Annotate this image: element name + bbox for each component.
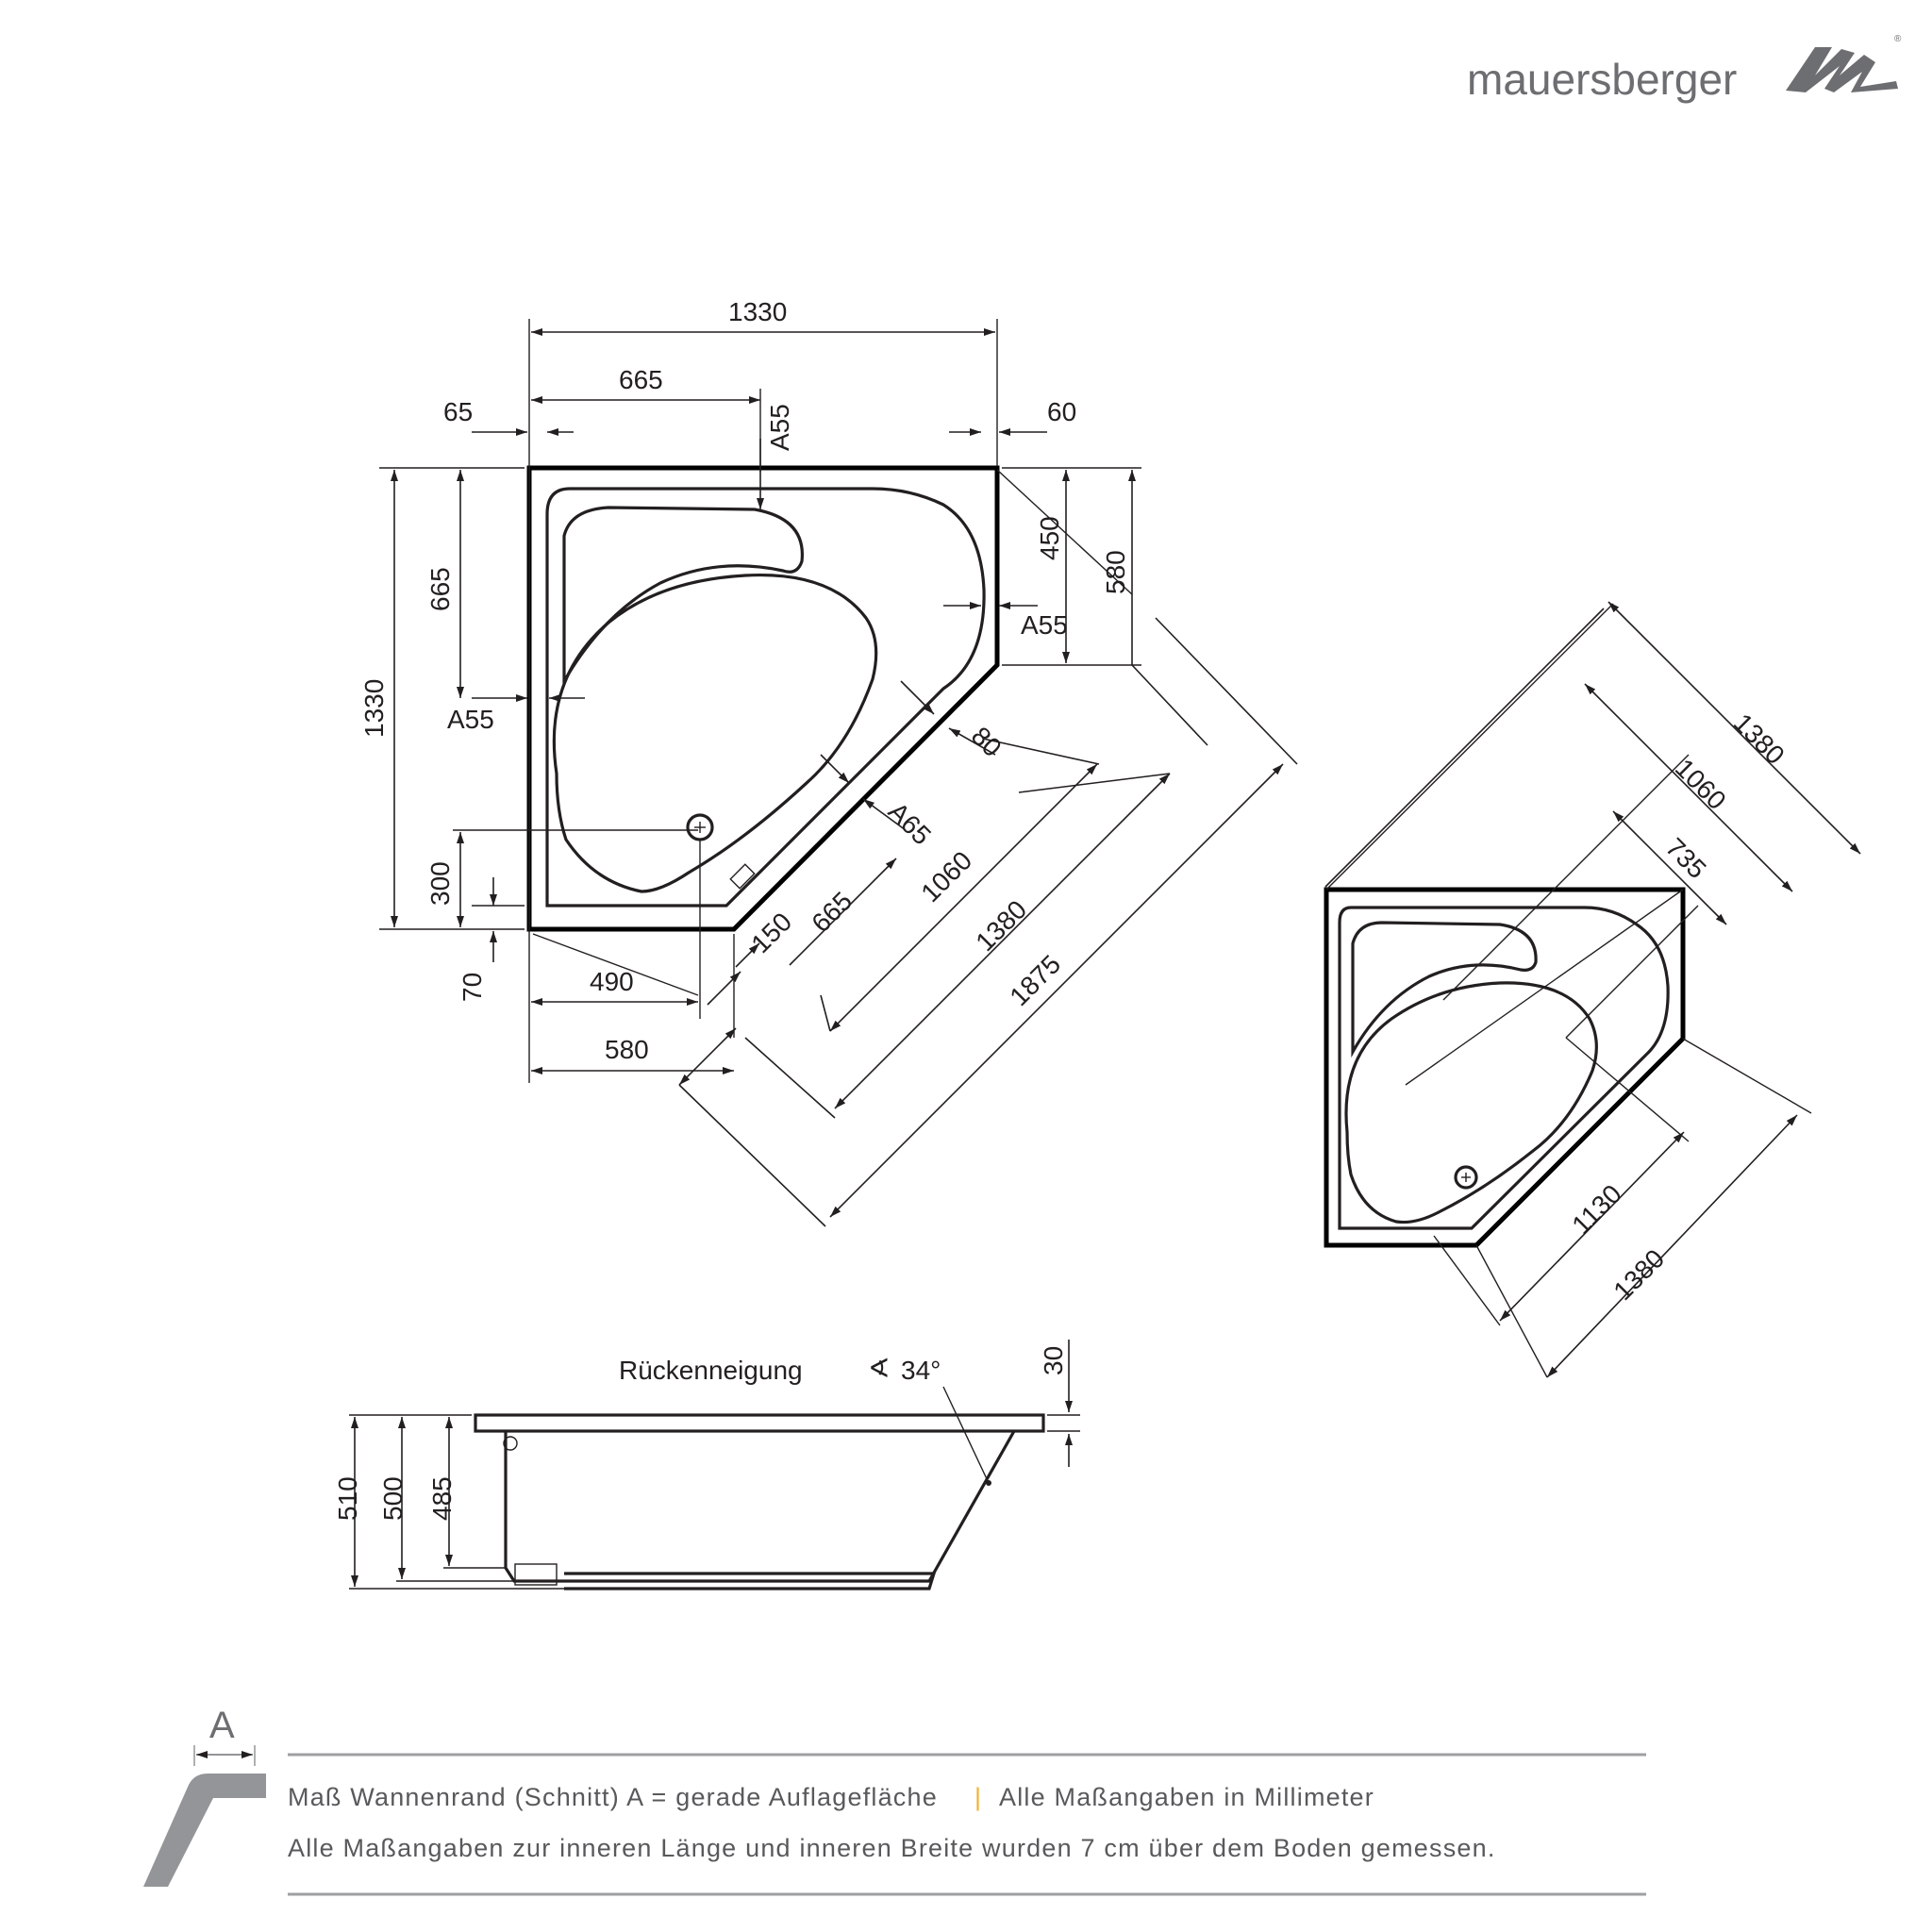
side-body: [504, 1430, 1016, 1583]
dim-665-width: 665: [619, 365, 663, 394]
dim-450: 450: [1035, 516, 1064, 560]
dim-665-height: 665: [425, 567, 455, 611]
legend-measurement-note: Alle Maßangaben zur inneren Länge und in…: [288, 1834, 1496, 1862]
basin-diagonal: [1344, 981, 1598, 1224]
legend-separator: |: [974, 1783, 982, 1811]
diagonal-view: 1380 1060 735 1130 1380: [1324, 601, 1861, 1378]
dim-30: 30: [1039, 1346, 1068, 1375]
dim-65: 65: [443, 397, 473, 426]
dim-490: 490: [590, 967, 634, 996]
dim-a55-left: A55: [447, 705, 494, 734]
drain-icon: [686, 813, 714, 841]
side-foot: [564, 1572, 937, 1591]
dim-1380-diag-bottom: 1380: [1607, 1243, 1670, 1306]
registered-mark: ®: [1894, 34, 1902, 44]
backrest-top: [562, 506, 804, 687]
brand-logo: mauersberger ®: [1467, 34, 1902, 104]
drain-icon: [1454, 1165, 1478, 1190]
dim-a55-right: A55: [1021, 610, 1068, 640]
dim-1330-width: 1330: [728, 297, 787, 326]
dim-a65: A65: [883, 796, 937, 850]
rim-a-label: A: [209, 1705, 235, 1746]
inner-rim-diagonal: [1338, 906, 1670, 1230]
inner-rim-top: [545, 487, 986, 908]
overflow-icon: [729, 863, 756, 890]
dim-1060-diagonal: 1060: [915, 845, 977, 908]
dim-1060-diag: 1060: [1670, 753, 1732, 815]
rim-section-icon: [143, 1745, 266, 1887]
dim-1380-diagonal: 1380: [970, 894, 1032, 957]
backrest-diagonal: [1351, 921, 1538, 1058]
back-slope-angle: 34°: [901, 1356, 941, 1385]
dim-70: 70: [458, 973, 487, 1002]
dim-485: 485: [427, 1476, 457, 1521]
dim-1330-height: 1330: [359, 679, 389, 738]
dim-80: 80: [966, 721, 1008, 762]
dim-500: 500: [378, 1476, 408, 1521]
legend: A Maß Wannenrand (Schnitt) A = gerade Au…: [143, 1705, 1646, 1896]
side-overflow: [503, 1436, 518, 1451]
back-slope-label: Rückenneigung: [619, 1356, 803, 1385]
angle-icon: ∢: [868, 1354, 890, 1383]
slope-point: [986, 1480, 991, 1486]
dim-510: 510: [333, 1476, 362, 1521]
dim-1380-diag-top: 1380: [1728, 708, 1790, 770]
side-drain: [514, 1563, 558, 1586]
tub-outline-diagonal: [1324, 887, 1686, 1248]
dim-665-diagonal: 665: [806, 886, 858, 938]
top-view: 1330 665 65 60 A55 450 580 1330 665 A55 …: [359, 297, 1298, 1227]
dim-1875-diagonal: 1875: [1004, 949, 1066, 1011]
side-rim: [474, 1413, 1045, 1433]
brand-name: mauersberger: [1467, 55, 1737, 104]
legend-units-note: Alle Maßangaben in Millimeter: [999, 1783, 1374, 1811]
basin-top: [552, 573, 878, 893]
dim-580-right: 580: [1101, 550, 1130, 594]
dim-a55-top: A55: [765, 404, 794, 451]
dim-735-diag: 735: [1660, 832, 1712, 884]
dim-60: 60: [1047, 397, 1076, 426]
dim-150: 150: [745, 907, 797, 958]
legend-rim-note: Maß Wannenrand (Schnitt) A = gerade Aufl…: [288, 1783, 938, 1811]
dim-300: 300: [425, 861, 455, 906]
tub-outline-top: [526, 465, 1000, 932]
side-view: Rückenneigung ∢ 34° 30 510 500 485: [333, 1340, 1080, 1591]
mauersberger-m-logo-icon: [1786, 47, 1898, 92]
dim-1130-diag: 1130: [1566, 1179, 1627, 1241]
dim-580-bottom: 580: [605, 1035, 649, 1064]
